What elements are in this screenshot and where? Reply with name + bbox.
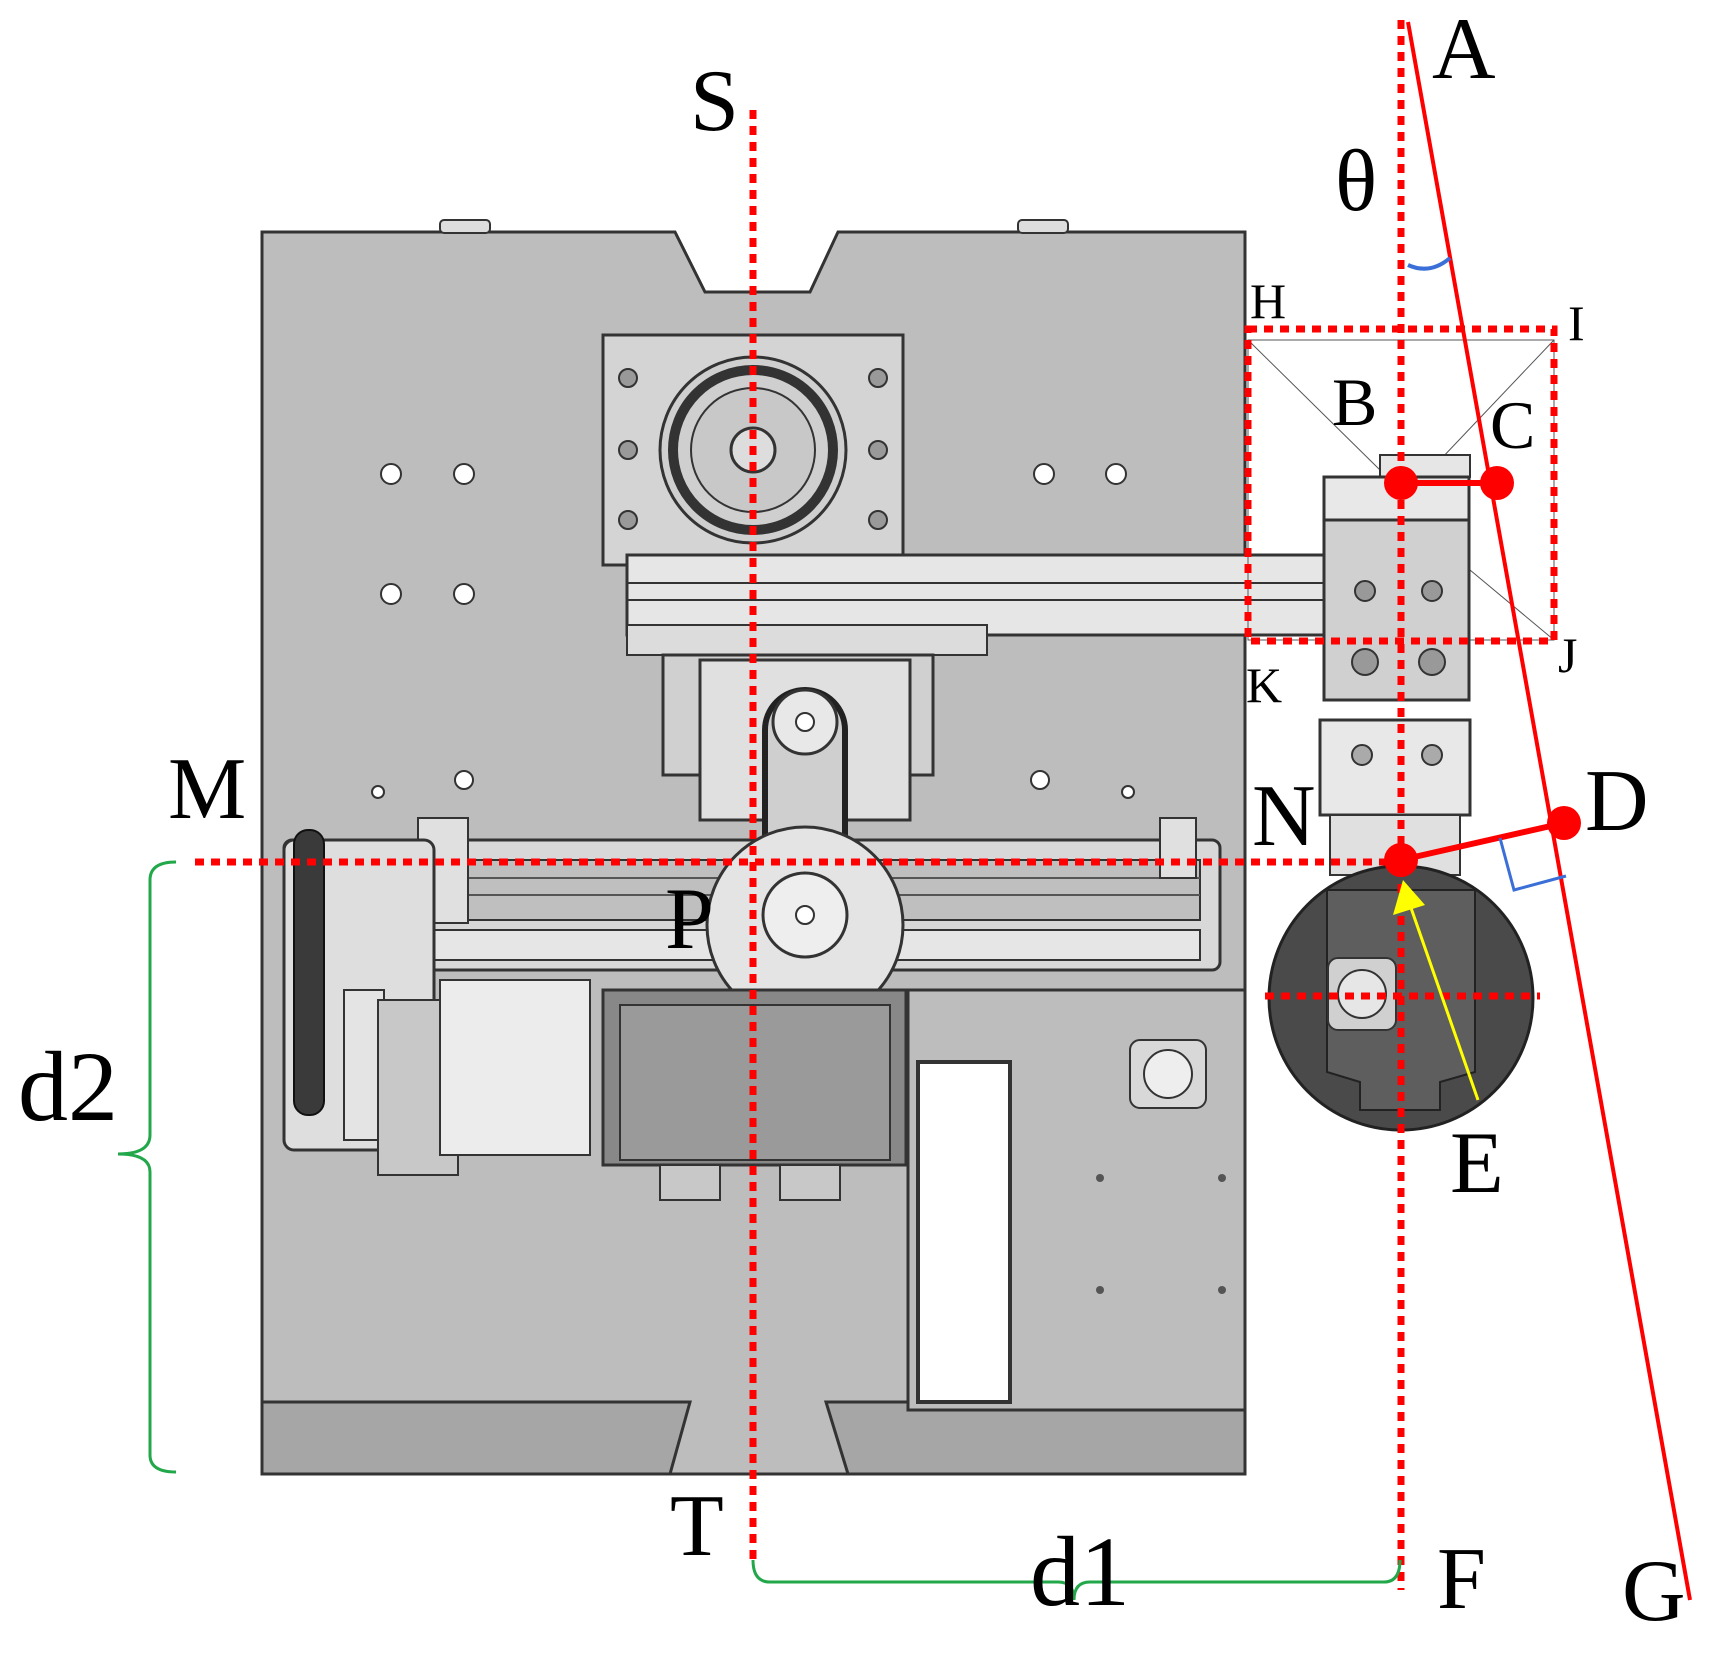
mounting-holes bbox=[371, 463, 1135, 799]
label-d: D bbox=[1585, 753, 1649, 850]
d1-bracket bbox=[751, 1559, 1402, 1601]
point-c bbox=[1480, 466, 1514, 500]
point-d bbox=[1547, 806, 1581, 840]
e-arrow-head bbox=[1393, 880, 1425, 915]
label-n: N bbox=[1252, 768, 1316, 865]
label-c: C bbox=[1490, 387, 1535, 463]
label-s: S bbox=[690, 53, 739, 150]
label-d2: d2 bbox=[18, 1031, 118, 1142]
label-g: G bbox=[1622, 1543, 1686, 1640]
label-k: K bbox=[1246, 657, 1282, 713]
d2-bracket bbox=[117, 860, 177, 1474]
label-e: E bbox=[1450, 1115, 1504, 1212]
a-g-line bbox=[1406, 21, 1692, 1601]
n-d-segment bbox=[1400, 820, 1565, 863]
theta-arc bbox=[1407, 256, 1452, 271]
labels: A S θ H I B C J K M N D P E T F G d1 d2 bbox=[18, 1, 1686, 1640]
label-b: B bbox=[1332, 364, 1377, 440]
left-motor bbox=[282, 829, 591, 1176]
label-h: H bbox=[1250, 273, 1286, 329]
label-f: F bbox=[1437, 1531, 1486, 1628]
bottom-band bbox=[260, 1400, 692, 1476]
label-j: J bbox=[1558, 627, 1577, 683]
annotation-overlay bbox=[117, 20, 1692, 1601]
bottom-band-right bbox=[823, 1400, 1247, 1476]
label-t: T bbox=[670, 1478, 724, 1575]
point-b bbox=[1384, 466, 1418, 500]
top-bolt-right bbox=[1017, 219, 1069, 234]
top-bolt-left bbox=[439, 219, 491, 234]
point-n bbox=[1384, 843, 1418, 877]
machine-body bbox=[260, 219, 1555, 1476]
right-angle-mark bbox=[1498, 837, 1567, 892]
label-a: A bbox=[1432, 1, 1496, 98]
label-d1: d1 bbox=[1030, 1516, 1130, 1627]
label-theta: θ bbox=[1335, 133, 1377, 230]
h-i-j-k-box bbox=[1244, 325, 1558, 645]
upper-rail bbox=[625, 553, 1329, 656]
label-p: P bbox=[665, 871, 714, 968]
label-m: M bbox=[168, 741, 246, 838]
right-panel bbox=[906, 988, 1247, 1412]
label-i: I bbox=[1568, 295, 1585, 351]
e-arrow-line bbox=[1408, 904, 1480, 1101]
